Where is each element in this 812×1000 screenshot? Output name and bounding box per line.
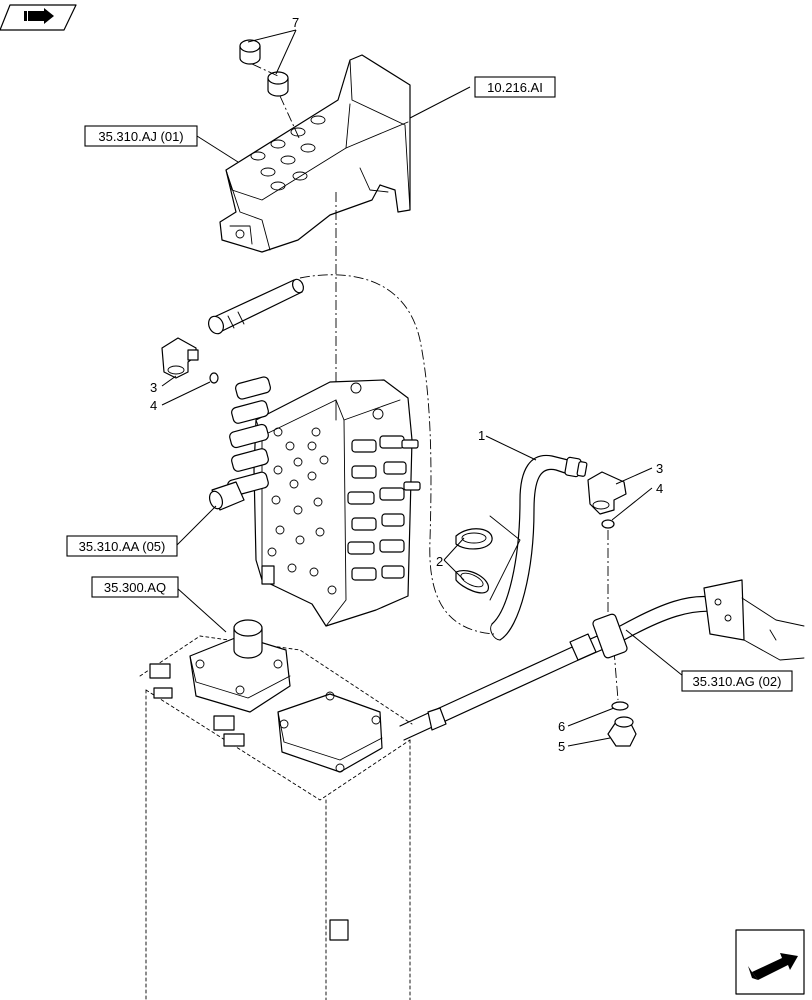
reference-10-216-ai[interactable]: 10.216.AI: [474, 76, 556, 98]
forward-arrow-icon[interactable]: [0, 4, 77, 31]
item-number-5: 5: [558, 739, 565, 754]
reference-label: 10.216.AI: [487, 80, 543, 95]
reference-label: 35.310.AG (02): [693, 674, 782, 689]
reference-label: 35.310.AA (05): [79, 539, 166, 554]
drain-plug: [607, 716, 637, 747]
o-ring-plug: [611, 701, 629, 711]
item-number-3-right: 3: [656, 461, 663, 476]
item-number-7: 7: [292, 15, 299, 30]
o-ring-left: [209, 372, 219, 384]
item-number-3-left: 3: [150, 380, 157, 395]
item-number-4-right: 4: [656, 481, 663, 496]
spool-pin: [208, 278, 305, 335]
reference-label: 35.310.AJ (01): [98, 129, 183, 144]
reference-35-310-aj[interactable]: 35.310.AJ (01): [84, 125, 198, 147]
next-page-arrow-icon[interactable]: [735, 929, 805, 995]
hose-line: [490, 454, 588, 641]
hydraulic-tank: [139, 619, 413, 1000]
reference-label: 35.300.AQ: [104, 580, 166, 595]
reference-35-310-ag[interactable]: 35.310.AG (02): [681, 670, 793, 692]
elbow-fitting-left: [161, 337, 199, 379]
control-bracket: [219, 54, 411, 253]
item-number-1: 1: [478, 428, 485, 443]
elbow-fitting-right: [587, 471, 627, 515]
reference-35-310-aa[interactable]: 35.310.AA (05): [66, 535, 178, 557]
item-number-4-left: 4: [150, 398, 157, 413]
item-number-2: 2: [436, 554, 443, 569]
cap-lower: [267, 71, 289, 97]
reference-35-300-aq[interactable]: 35.300.AQ: [91, 576, 179, 598]
hose-clip-lower: [455, 570, 489, 594]
cap-upper: [239, 39, 261, 65]
control-valve-block: [208, 376, 421, 627]
o-ring-right: [601, 519, 615, 529]
item-number-6: 6: [558, 719, 565, 734]
hose-clip-upper: [455, 528, 493, 550]
return-pipe: [399, 579, 805, 741]
